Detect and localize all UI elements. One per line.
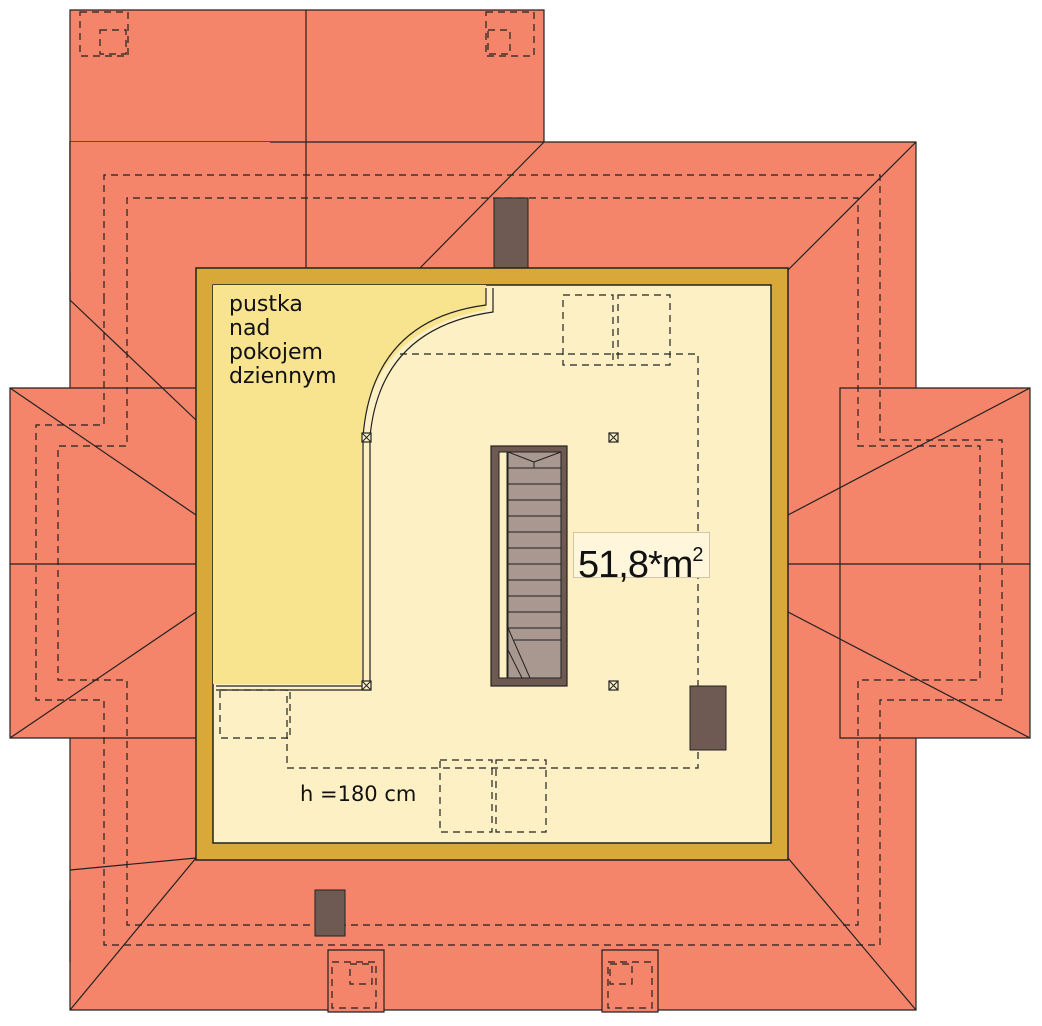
roof-bottom-right-tab: [601, 949, 659, 1013]
area-label: 51,8*m2: [573, 532, 710, 586]
void-label-line-2: nad: [229, 316, 271, 341]
area-unit-power: 2: [692, 544, 703, 566]
void-label-line-4: dziennym: [229, 364, 337, 389]
height-label: h =180 cm: [300, 782, 417, 806]
void-over-living-room: [213, 285, 486, 684]
void-label-line-1: pustka: [229, 292, 303, 317]
chimney-top: [493, 197, 529, 269]
railing: [216, 288, 494, 691]
staircase: [490, 445, 568, 687]
roof-ridge-lines: [9, 10, 1031, 1011]
void-label: pustka nad pokojem dziennym: [229, 293, 337, 389]
chimney-interior: [689, 685, 727, 751]
roof-dashed-outlines: [35, 11, 1003, 1009]
area-value: 51,8*m: [578, 544, 693, 586]
void-label-line-3: pokojem: [229, 340, 323, 365]
dashed-zones: [219, 294, 699, 833]
roof-left-wing: [9, 387, 201, 739]
chimney-bottom: [314, 889, 346, 937]
roof-bottom-left-tab: [327, 949, 385, 1013]
